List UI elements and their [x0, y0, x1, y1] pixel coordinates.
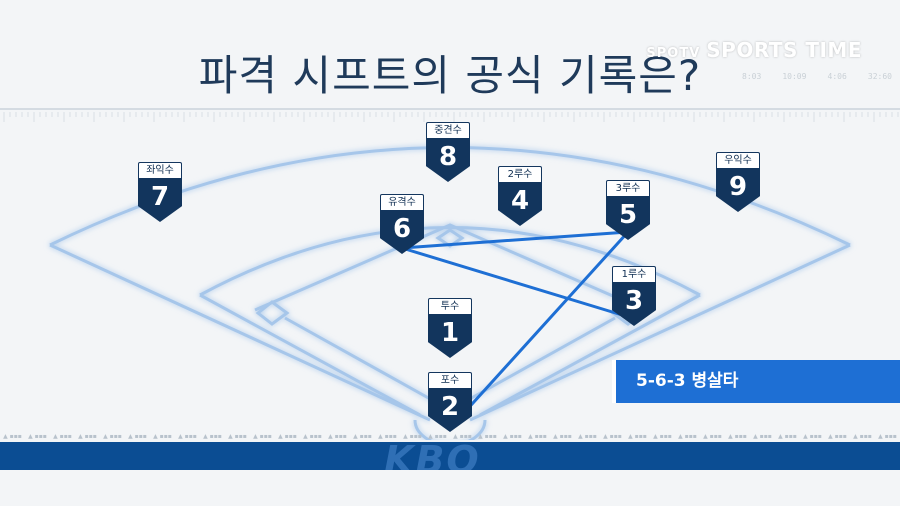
position-label: 3루수: [606, 180, 650, 196]
left-foul-line: [49, 243, 431, 422]
footer-dot: ▲ ▪▪▪: [703, 432, 722, 440]
throw-line-5-to-6: [400, 230, 630, 250]
position-badge-second-base: 2루수 4: [498, 166, 542, 226]
position-number: 3: [612, 282, 656, 326]
first-base-path: [449, 316, 616, 412]
footer-dotted-strip: ▲ ▪▪▪ ▲ ▪▪▪ ▲ ▪▪▪ ▲ ▪▪▪ ▲ ▪▪▪ ▲ ▪▪▪ ▲ ▪▪▪ ▲ ▪▪▪…: [0, 430, 900, 442]
footer-dot: ▲ ▪▪▪: [778, 432, 797, 440]
batted-ball-line: [461, 230, 630, 416]
throw-line-6-to-3: [400, 246, 634, 320]
position-label: 투수: [428, 298, 472, 314]
footer-dot: ▲ ▪▪▪: [353, 432, 372, 440]
footer-bar: KBO: [0, 438, 900, 482]
ruler-strip: [3, 112, 899, 122]
footer-dot: ▲ ▪▪▪: [228, 432, 247, 440]
footer-dot: ▲ ▪▪▪: [203, 432, 222, 440]
footer-dot: ▲ ▪▪▪: [253, 432, 272, 440]
footer-dot: ▲ ▪▪▪: [478, 432, 497, 440]
footer-dot: ▲ ▪▪▪: [303, 432, 322, 440]
footer-dot: ▲ ▪▪▪: [728, 432, 747, 440]
footer-dot: ▲ ▪▪▪: [878, 432, 897, 440]
position-number: 4: [498, 182, 542, 226]
position-label: 우익수: [716, 152, 760, 168]
position-number: 6: [380, 210, 424, 254]
footer-dot: ▲ ▪▪▪: [453, 432, 472, 440]
clock-ticks: 8:03 10:09 4:06 32:60: [742, 72, 892, 81]
clock-tick: 4:06: [827, 72, 847, 81]
clock-tick: 32:60: [867, 72, 892, 81]
position-badge-catcher: 포수 2: [428, 372, 472, 432]
position-badge-third-base: 3루수 5: [606, 180, 650, 240]
footer-dot: ▲ ▪▪▪: [753, 432, 772, 440]
title-divider: [0, 108, 900, 110]
position-badge-first-base: 1루수 3: [612, 266, 656, 326]
footer-dot: ▲ ▪▪▪: [503, 432, 522, 440]
position-label: 중견수: [426, 122, 470, 138]
footer-dot: ▲ ▪▪▪: [28, 432, 47, 440]
third-base-path: [284, 316, 451, 412]
position-label: 포수: [428, 372, 472, 388]
home-plate-circle: [413, 419, 487, 440]
footer-dot: ▲ ▪▪▪: [278, 432, 297, 440]
position-label: 1루수: [612, 266, 656, 282]
infield-left-edge: [199, 293, 421, 417]
position-number: 2: [428, 388, 472, 432]
footer-dot: ▲ ▪▪▪: [153, 432, 172, 440]
position-number: 8: [426, 138, 470, 182]
footer-dot: ▲ ▪▪▪: [378, 432, 397, 440]
infield-top: [254, 223, 646, 312]
page-title: 파격 시프트의 공식 기록은?: [198, 51, 702, 100]
footer-dot: ▲ ▪▪▪: [603, 432, 622, 440]
second-base-bag: [435, 228, 465, 248]
position-number: 1: [428, 314, 472, 358]
footer-dot: ▲ ▪▪▪: [328, 432, 347, 440]
footer-dot: ▲ ▪▪▪: [128, 432, 147, 440]
footer-dot: ▲ ▪▪▪: [403, 432, 422, 440]
footer-dot: ▲ ▪▪▪: [853, 432, 872, 440]
footer-dot: ▲ ▪▪▪: [178, 432, 197, 440]
position-badge-left-field: 좌익수 7: [138, 162, 182, 222]
position-number: 5: [606, 196, 650, 240]
footer-dot: ▲ ▪▪▪: [803, 432, 822, 440]
footer-dot: ▲ ▪▪▪: [628, 432, 647, 440]
bottom-band: [0, 470, 900, 506]
footer-dot: ▲ ▪▪▪: [3, 432, 22, 440]
position-number: 7: [138, 178, 182, 222]
infield-right-edge: [479, 293, 701, 417]
infield-arc: [199, 226, 701, 297]
broadcaster-name: SPORTS TIME: [706, 38, 862, 62]
position-label: 2루수: [498, 166, 542, 182]
broadcaster-logo: SPOTV SPORTS TIME: [646, 38, 862, 62]
footer-dot: ▲ ▪▪▪: [828, 432, 847, 440]
position-badge-center-field: 중견수 8: [426, 122, 470, 182]
footer-dot: ▲ ▪▪▪: [553, 432, 572, 440]
third-base-bag: [255, 300, 290, 326]
footer-dot: ▲ ▪▪▪: [578, 432, 597, 440]
position-label: 유격수: [380, 194, 424, 210]
position-badge-pitcher: 투수 1: [428, 298, 472, 358]
footer-dot: ▲ ▪▪▪: [678, 432, 697, 440]
footer-dot: ▲ ▪▪▪: [528, 432, 547, 440]
footer-dot: ▲ ▪▪▪: [103, 432, 122, 440]
footer-dot: ▲ ▪▪▪: [653, 432, 672, 440]
position-label: 좌익수: [138, 162, 182, 178]
play-result-text: 5-6-3 병살타: [636, 371, 739, 391]
clock-tick: 8:03: [742, 72, 762, 81]
footer-dot: ▲ ▪▪▪: [428, 432, 447, 440]
position-badge-shortstop: 유격수 6: [380, 194, 424, 254]
position-number: 9: [716, 168, 760, 212]
channel-name: SPOTV: [646, 46, 701, 61]
play-result-banner: 5-6-3 병살타: [612, 360, 900, 403]
footer-dot: ▲ ▪▪▪: [53, 432, 72, 440]
clock-tick: 10:09: [782, 72, 807, 81]
position-badge-right-field: 우익수 9: [716, 152, 760, 212]
footer-dot: ▲ ▪▪▪: [78, 432, 97, 440]
right-foul-line: [469, 243, 851, 422]
